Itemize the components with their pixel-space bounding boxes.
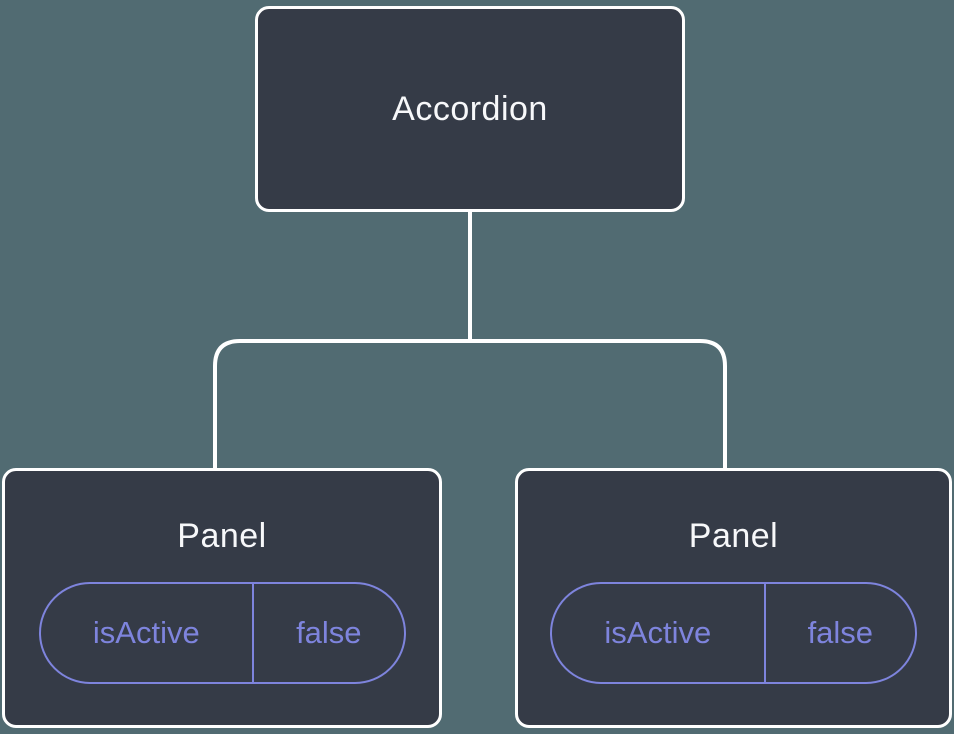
- panel-right-label: Panel: [688, 517, 779, 555]
- tree-node-accordion: Accordion: [255, 6, 685, 212]
- connector-branches: [213, 339, 727, 470]
- state-key: isActive: [92, 615, 200, 650]
- state-value: false: [763, 584, 915, 682]
- state-key: isActive: [604, 615, 712, 650]
- panel-right-state-pill: isActive false: [550, 582, 917, 684]
- accordion-node-label: Accordion: [392, 89, 548, 128]
- panel-left-state-pill: isActive false: [38, 582, 406, 684]
- tree-node-panel-right: Panel isActive false: [515, 468, 952, 728]
- state-value: false: [252, 584, 403, 682]
- panel-left-label: Panel: [177, 517, 267, 555]
- tree-node-panel-left: Panel isActive false: [2, 468, 442, 728]
